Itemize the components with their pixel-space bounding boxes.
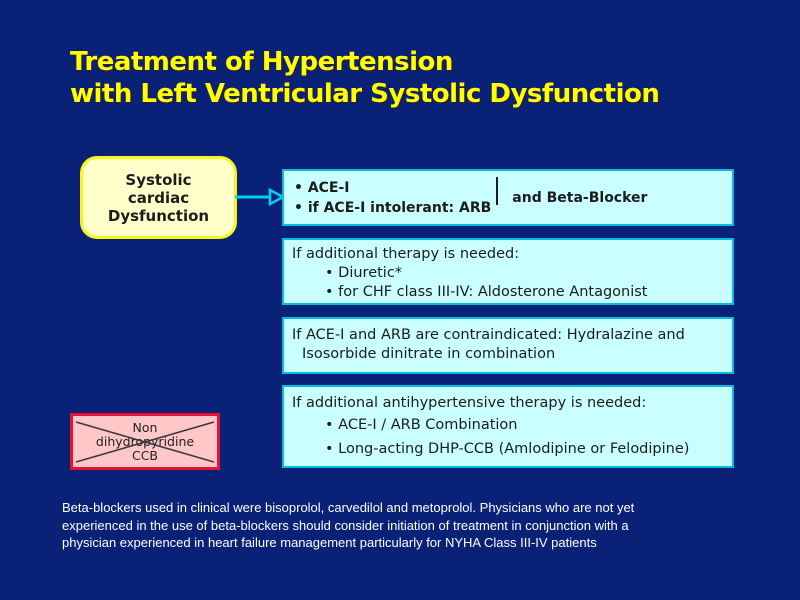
contraindicated-box: If ACE-I and ARB are contraindicated: Hy… [282, 317, 734, 374]
bullet-ace-arb-combination: • ACE-I / ARB Combination [325, 417, 518, 433]
antihypertensive-heading: If additional antihypertensive therapy i… [292, 395, 647, 411]
antihypertensive-therapy-box: If additional antihypertensive therapy i… [282, 385, 734, 468]
page-title: Treatment of Hypertension with Left Vent… [70, 46, 660, 110]
bullet-ace-i: • ACE-I [294, 179, 350, 196]
contraindicated-line2: Isosorbide dinitrate in combination [302, 346, 556, 362]
footnote-line1: Beta-blockers used in clinical were biso… [62, 500, 635, 515]
source-box-line1: Systolic [125, 170, 192, 189]
source-box-line3: Dysfunction [107, 206, 210, 225]
crossed-box-line1: Non [132, 419, 158, 435]
additional-therapy-box: If additional therapy is needed: • Diure… [282, 238, 734, 305]
x-cross-icon [75, 421, 215, 463]
page-title-line2: with Left Ventricular Systolic Dysfuncti… [70, 79, 660, 109]
bullet-diuretic: • Diuretic* [325, 265, 403, 281]
divider-line [496, 177, 499, 205]
additional-therapy-heading: If additional therapy is needed: [292, 246, 520, 262]
page-title-line1: Treatment of Hypertension [70, 47, 453, 77]
systolic-cardiac-dysfunction-box: Systolic cardiac Dysfunction [80, 156, 237, 239]
bullet-ace-i-intolerant: • if ACE-I intolerant: ARB [294, 199, 492, 216]
flow-arrow-icon [235, 187, 286, 207]
footnote-line3: physician experienced in heart failure m… [62, 535, 597, 550]
beta-blocker-label: and Beta-Blocker [512, 189, 648, 206]
non-dhp-ccb-box: Non dihydropyridine CCB [70, 413, 220, 470]
bullet-long-acting-dhp-ccb: • Long-acting DHP-CCB (Amlodipine or Fel… [325, 441, 690, 457]
footnote: Beta-blockers used in clinical were biso… [62, 499, 634, 552]
crossed-box-line2: dihydropyridine [95, 433, 195, 449]
first-line-bullets: • ACE-I • if ACE-I intolerant: ARB [294, 178, 491, 218]
bullet-aldosterone-antagonist: • for CHF class III-IV: Aldosterone Anta… [325, 284, 648, 300]
source-box-line2: cardiac [127, 188, 190, 207]
first-line-therapy-box: • ACE-I • if ACE-I intolerant: ARB and B… [282, 169, 734, 226]
crossed-box-line3: CCB [131, 447, 159, 463]
footnote-line2: experienced in the use of beta-blockers … [62, 517, 629, 533]
contraindicated-line1: If ACE-I and ARB are contraindicated: Hy… [292, 327, 685, 343]
